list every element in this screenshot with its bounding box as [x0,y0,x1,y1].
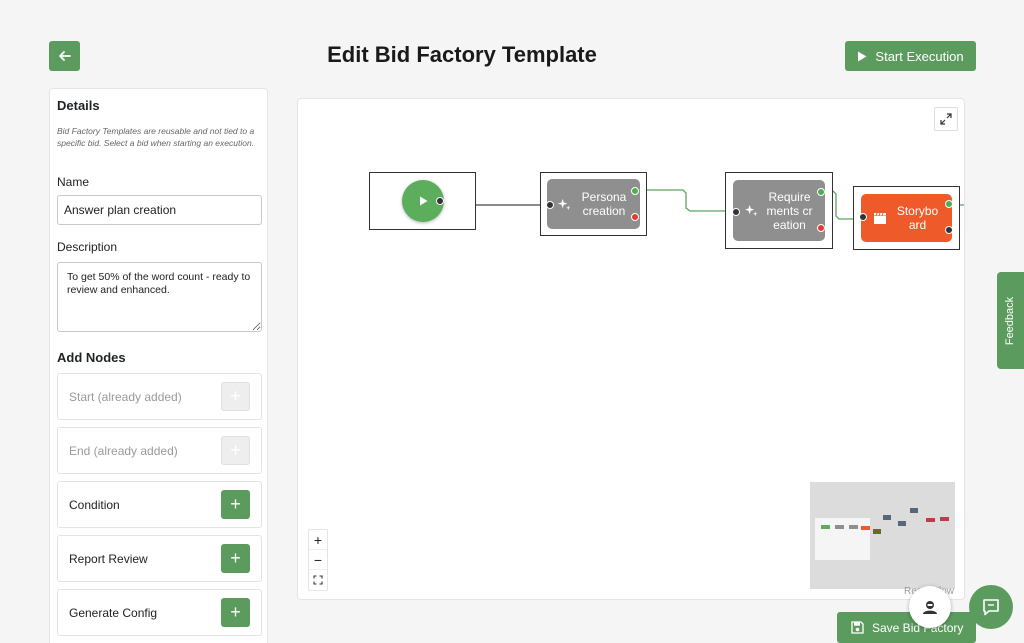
error-handle[interactable] [817,224,825,232]
description-textarea[interactable]: To get 50% of the word count - ready to … [57,262,262,332]
zoom-out-button[interactable]: − [309,550,327,570]
plus-icon: + [230,386,241,406]
error-handle[interactable] [631,213,639,221]
zoom-in-button[interactable]: + [309,530,327,550]
input-handle[interactable] [859,213,867,221]
add-node-label: End (already added) [69,443,178,458]
storyboard-node-body: Storyboard [861,194,952,242]
chat-button[interactable] [969,585,1013,629]
plus-icon: + [230,602,241,622]
requirements-node-body: Requirements creation [733,180,825,241]
sparkle-icon [744,204,758,217]
user-icon [923,601,937,614]
fit-view-button[interactable] [309,570,327,590]
plus-icon: + [230,440,241,460]
assistant-avatar-button[interactable] [909,586,951,628]
start-execution-label: Start Execution [875,48,964,64]
node-label: Requirements creation [766,189,813,232]
input-handle[interactable] [732,208,740,216]
flow-canvas[interactable]: Persona creation Requirements creation [297,98,965,600]
chat-icon [983,599,999,616]
success-handle[interactable] [945,200,953,208]
minimap[interactable] [810,482,955,589]
play-icon [858,51,867,61]
add-condition-button[interactable]: + [221,490,250,519]
expand-icon [940,113,952,125]
name-label: Name [57,175,90,189]
output-handle[interactable] [436,197,444,205]
fit-view-icon [313,575,323,585]
name-input[interactable] [57,195,262,225]
sparkle-icon [557,198,571,210]
flow-node-requirements-creation[interactable]: Requirements creation [725,172,833,249]
details-panel: Details Bid Factory Templates are reusab… [49,88,268,643]
minimap-svg [815,508,949,560]
zoom-controls: + − [308,529,328,591]
plus-icon: + [230,548,241,568]
input-handle[interactable] [546,201,554,209]
start-execution-button[interactable]: Start Execution [845,41,976,71]
back-button[interactable] [49,41,80,71]
add-end-button: + [221,436,250,465]
add-node-label: Generate Config [69,605,158,620]
details-title: Details [57,98,100,113]
add-node-label: Condition [69,497,120,512]
feedback-label: Feedback [1004,296,1017,345]
clapperboard-icon [874,212,886,224]
save-icon [851,621,864,634]
add-report-review-button[interactable]: + [221,544,250,573]
add-node-label: Report Review [69,551,148,566]
output-handle[interactable] [945,226,953,234]
save-bid-factory-button[interactable]: Save Bid Factory [837,612,976,643]
flow-node-start[interactable] [369,172,476,230]
add-node-condition: Condition + [57,481,262,528]
feedback-tab[interactable]: Feedback [997,272,1024,369]
add-start-button: + [221,382,250,411]
add-generate-config-button[interactable]: + [221,598,250,627]
add-nodes-title: Add Nodes [57,350,126,365]
fullscreen-button[interactable] [934,107,958,131]
plus-icon: + [230,494,241,514]
success-handle[interactable] [817,188,825,196]
add-node-label: Start (already added) [69,389,182,404]
arrow-left-icon [58,51,71,61]
node-label: Persona creation [581,190,627,218]
flow-node-storyboard[interactable]: Storyboard [853,186,960,250]
node-label: Storyboard [896,204,939,232]
success-handle[interactable] [631,187,639,195]
flow-node-persona-creation[interactable]: Persona creation [540,172,647,236]
add-node-report-review: Report Review + [57,535,262,582]
add-node-start: Start (already added) + [57,373,262,420]
page-title: Edit Bid Factory Template [327,42,597,67]
persona-node-body: Persona creation [547,179,640,229]
add-node-end: End (already added) + [57,427,262,474]
details-note: Bid Factory Templates are reusable and n… [57,126,255,148]
description-label: Description [57,240,118,254]
edge-persona-requirements [634,189,734,212]
play-icon [419,196,427,206]
add-node-generate-config: Generate Config + [57,589,262,636]
